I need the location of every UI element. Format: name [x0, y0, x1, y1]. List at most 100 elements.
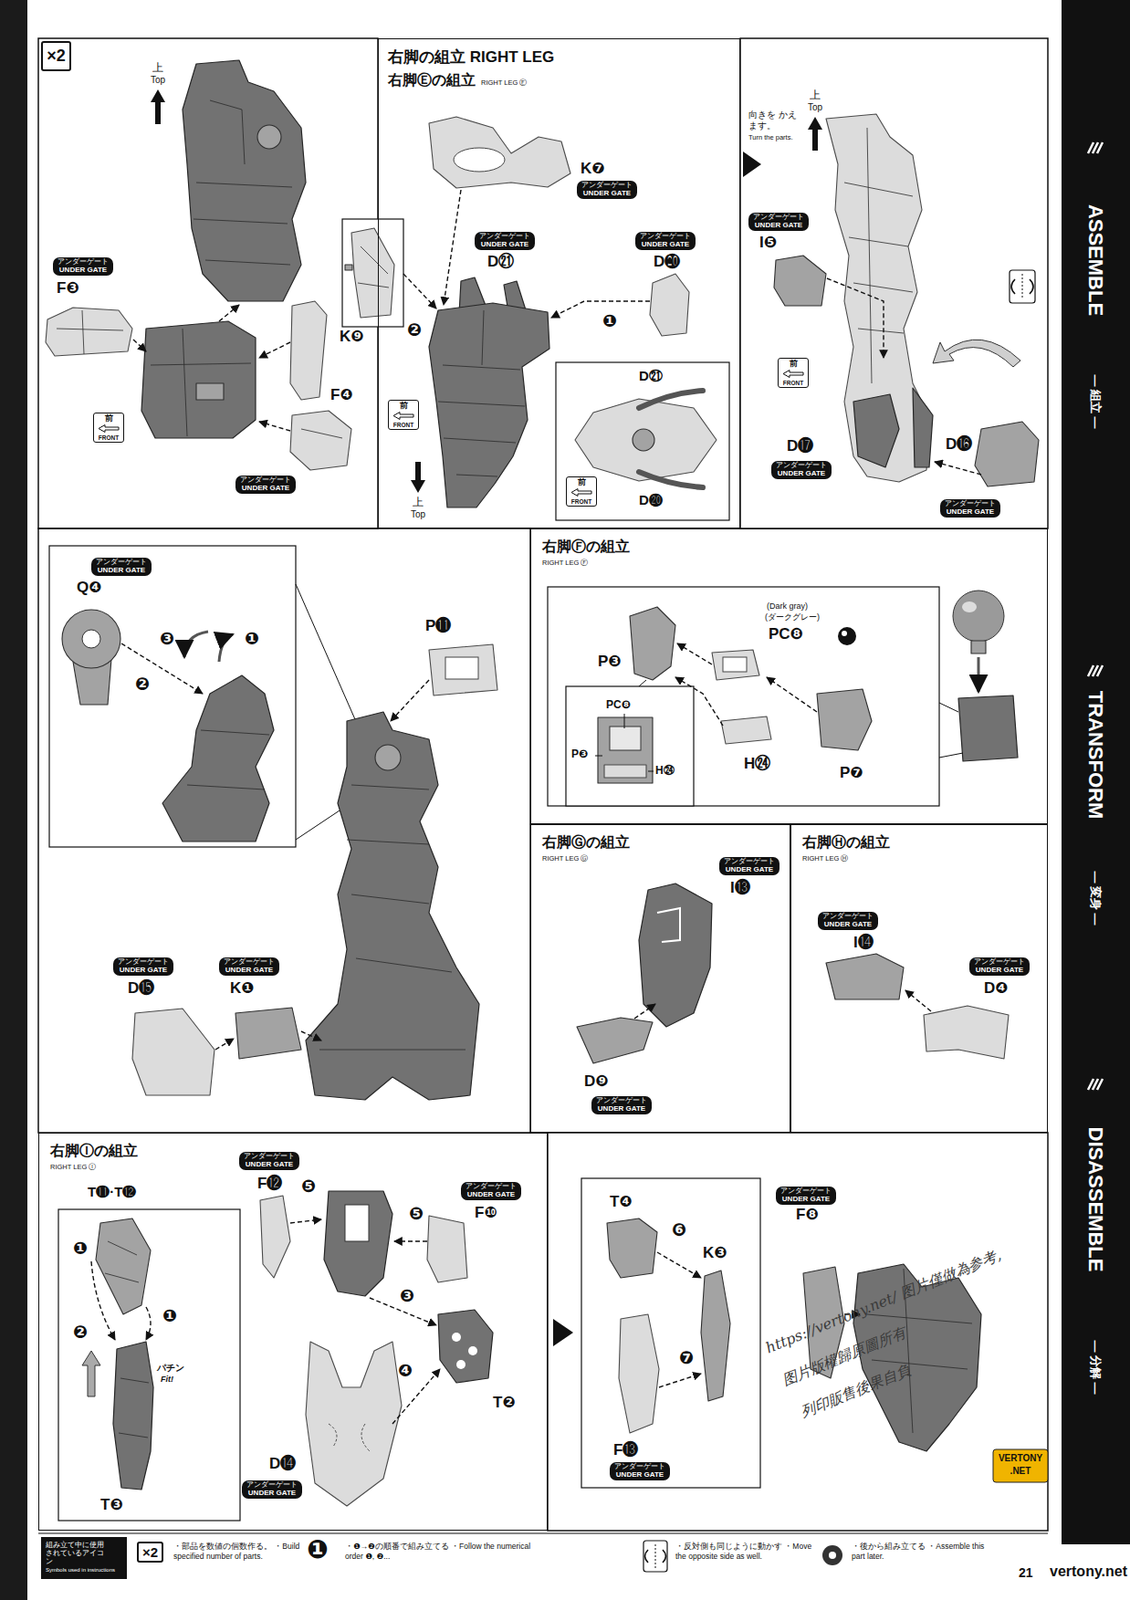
direction-label-text: Top: [410, 509, 426, 520]
under-gate-badge-text: アンダーゲート: [95, 558, 147, 567]
assembly-arrow: [677, 643, 712, 665]
part-number: D⓴: [653, 253, 681, 270]
part-number-text: H㉔: [655, 763, 675, 777]
under-gate-badge-text: アンダーゲート: [723, 857, 775, 867]
assembly-arrow: [826, 278, 884, 358]
assembly-arrow: [443, 189, 461, 305]
step-number: ❷: [135, 675, 150, 693]
under-gate-badge-text: アンダーゲート: [581, 181, 633, 190]
front-icon-text: 前: [399, 401, 409, 410]
under-gate-badge-text: アンダーゲート: [246, 1481, 298, 1490]
legend-entry: ・❶→❷の順番で組み立てる ・Follow the numerical orde…: [345, 1541, 537, 1563]
step-number: ❸: [159, 629, 175, 648]
assembly-arrow: [390, 680, 429, 722]
under-gate-badge: アンダーゲートUNDER GATE: [239, 1151, 300, 1171]
front-arrow: [392, 411, 415, 420]
under-gate-badge: アンダーゲートUNDER GATE: [576, 180, 638, 199]
part-shape: [604, 764, 647, 778]
drawing-line: [742, 151, 762, 178]
under-gate-badge-text: アンダーゲート: [596, 1097, 648, 1106]
assembly-arrow: [766, 677, 817, 712]
part-number-text: PC❽: [606, 698, 631, 712]
drawing-line: [595, 680, 654, 772]
under-gate-badge-text: アンダーゲート: [243, 1152, 295, 1162]
assembly-arrow: [394, 1240, 428, 1242]
part-number: T❹: [609, 1193, 633, 1210]
under-gate-badge: アンダーゲートUNDER GATE: [113, 957, 174, 976]
part-number: Q❹: [76, 579, 103, 596]
part-number-text: D❹: [983, 979, 1009, 997]
front-icon: 前FRONT: [93, 412, 125, 443]
icon-sample-text: ❶: [306, 1535, 329, 1564]
step-number-text: ❷: [135, 674, 150, 694]
drawing-line: [456, 1360, 466, 1370]
part-shape: [260, 1195, 291, 1278]
panel-heading: 右脚の組立 RIGHT LEG: [387, 46, 731, 68]
under-gate-badge-text: UNDER GATE: [581, 189, 633, 199]
step-number: ❺: [408, 1204, 424, 1223]
part-shape: [974, 421, 1039, 487]
part-number-text: F❹: [330, 386, 354, 404]
under-gate-badge-text: アンダーゲート: [822, 912, 874, 921]
count-badge: ×2: [41, 41, 72, 72]
part-shape: [196, 383, 224, 400]
assembly-arrow: [905, 990, 932, 1012]
assembly-arrow: [675, 677, 723, 726]
step-number-text: ❶: [602, 311, 618, 331]
under-gate-badge-text: アンダーゲート: [753, 213, 805, 222]
note-text-text: (Dark gray): [766, 601, 808, 611]
under-gate-badge: アンダーゲートUNDER GATE: [771, 460, 832, 480]
legend-entry: ・後から組み立てる ・Assemble this part later.: [851, 1541, 989, 1563]
part-number: F❹: [330, 387, 354, 403]
front-icon: 前FRONT: [777, 357, 809, 388]
assembly-arrow: [259, 421, 291, 431]
panel-frame: [740, 38, 1048, 529]
part-number-text: D㉑: [487, 252, 514, 271]
under-gate-badge-text: UNDER GATE: [465, 1191, 517, 1200]
part-number: D㉑: [638, 368, 663, 383]
part-number: F❸: [56, 280, 80, 296]
front-arrow: [782, 369, 805, 378]
direction-label: 上: [412, 496, 424, 508]
inset-frame: [58, 1209, 241, 1521]
under-gate-badge: アンダーゲートUNDER GATE: [91, 557, 152, 576]
icon-key-box: 組み立て中に使用 されているアイコンSymbols used in instru…: [41, 1537, 127, 1580]
under-gate-badge-text: UNDER GATE: [596, 1105, 648, 1114]
part-shape: [606, 1218, 658, 1278]
note-text: パチン: [156, 1363, 185, 1373]
drawing-line: [451, 1332, 461, 1342]
direction-label: 上: [809, 89, 821, 101]
step-number-text: ❷: [407, 320, 422, 340]
drawing-line: [939, 702, 963, 758]
legend-text: ・部品を数値の個数作る。 ・Build specified number of …: [173, 1541, 300, 1561]
part-number: F⓭: [613, 1442, 639, 1458]
drawing-line: [328, 1423, 370, 1452]
under-gate-badge: アンダーゲートUNDER GATE: [474, 231, 535, 251]
part-number: D⓰: [945, 436, 973, 452]
step-number-text: ❶: [73, 1238, 88, 1258]
section-tab: — 変身 —: [1089, 870, 1102, 925]
part-shape: [428, 644, 498, 696]
under-gate-badge-text: UNDER GATE: [246, 1489, 298, 1498]
step-number-text: ❺: [301, 1176, 316, 1196]
part-shape: [62, 609, 121, 669]
part-number-text: K❾: [339, 327, 365, 346]
assembly-arrow: [146, 1307, 151, 1340]
part-number-text: K❶: [230, 979, 255, 997]
under-gate-badge-text: UNDER GATE: [723, 866, 775, 875]
part-number-text: D⓯: [127, 979, 155, 997]
drawing-line: [841, 630, 848, 637]
part-number-text: T❹: [609, 1192, 633, 1211]
part-shape: [711, 649, 760, 681]
under-gate-badge: アンダーゲートUNDER GATE: [969, 957, 1030, 976]
under-gate-badge: アンダーゲートUNDER GATE: [817, 911, 879, 931]
part-shape: [971, 640, 986, 654]
section-tab: — 組立 —: [1089, 374, 1102, 429]
part-shape: [345, 264, 353, 271]
drawing-line: [453, 147, 505, 172]
part-shape: [305, 1341, 402, 1507]
front-arrow-shape: [393, 412, 414, 420]
part-number: F⓬: [257, 1175, 283, 1192]
